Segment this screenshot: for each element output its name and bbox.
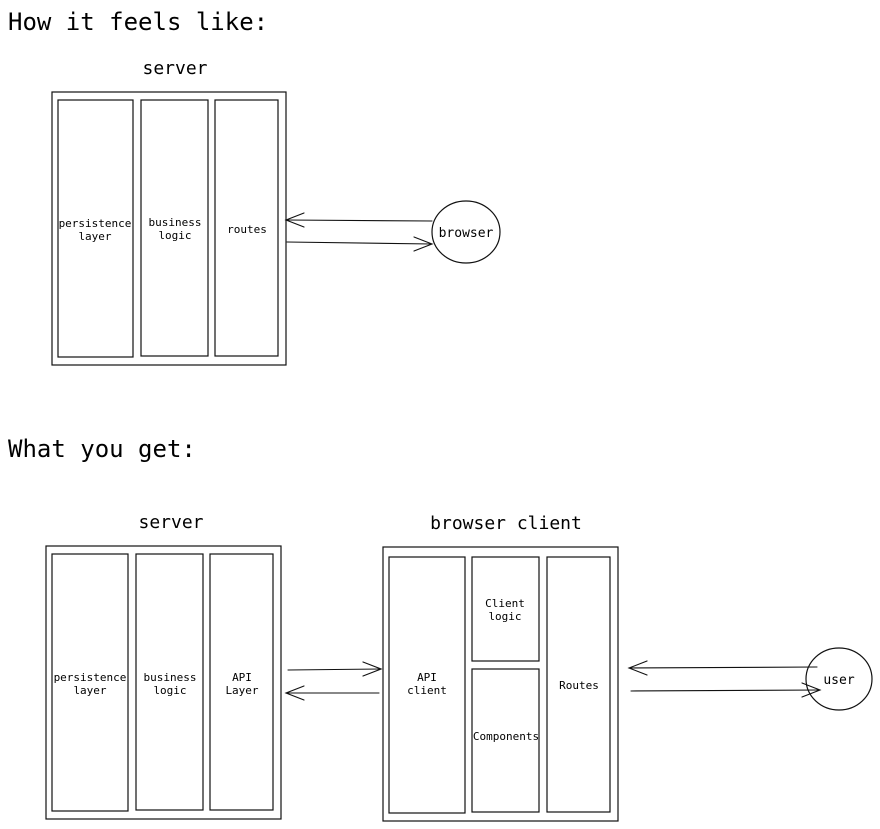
client-logic-box	[471, 556, 540, 662]
browser-circle	[431, 200, 501, 264]
routes-column	[546, 556, 611, 813]
bottom-business-logic-column	[135, 553, 204, 811]
bottom-persistence-label-1: persistence	[54, 671, 127, 684]
components-box	[471, 668, 540, 813]
bottom-api-layer-column	[209, 553, 274, 811]
bottom-business-label-2: logic	[153, 684, 186, 697]
top-routes-column	[214, 99, 279, 357]
top-business-label-2: logic	[158, 229, 191, 242]
top-server-frame	[51, 91, 287, 366]
browser-label: browser	[439, 226, 494, 241]
user-label: user	[823, 673, 854, 688]
user-node: user	[805, 647, 873, 711]
top-server-box: persistence layer business logic routes	[51, 91, 287, 366]
user-circle	[805, 647, 873, 711]
bottom-persistence-layer-column	[51, 553, 129, 812]
top-persistence-label-2: layer	[78, 230, 111, 243]
browser-client-box: API client Client logic Components Route…	[382, 546, 619, 822]
bottom-server-title: server	[138, 512, 203, 533]
api-client-label-2: client	[407, 684, 447, 697]
bottom-api-layer-label-2: Layer	[225, 684, 258, 697]
top-routes-label: routes	[227, 223, 267, 236]
browser-node: browser	[431, 200, 501, 264]
top-arrow-to-server	[284, 212, 433, 228]
browser-client-frame	[382, 546, 619, 822]
arrow-client-to-server	[284, 685, 380, 701]
bottom-api-layer-label-1: API	[232, 671, 252, 684]
components-label: Components	[473, 730, 539, 743]
arrow-user-to-client	[627, 660, 818, 676]
top-business-logic-column	[140, 99, 209, 357]
top-server-title: server	[142, 58, 207, 79]
bottom-persistence-label-2: layer	[73, 684, 106, 697]
top-arrow-to-browser	[286, 236, 434, 252]
top-business-label-1: business	[149, 216, 202, 229]
top-persistence-layer-column	[57, 99, 134, 358]
heading-what-you-get: What you get:	[8, 435, 196, 463]
client-logic-label-2: logic	[488, 610, 521, 623]
top-persistence-label-1: persistence	[59, 217, 132, 230]
browser-client-title: browser client	[430, 513, 582, 534]
bottom-server-frame	[45, 545, 282, 820]
routes-label: Routes	[559, 679, 599, 692]
heading-how-it-feels: How it feels like:	[8, 8, 268, 36]
arrow-client-to-user	[630, 682, 822, 698]
api-client-label-1: API	[417, 671, 437, 684]
client-logic-label-1: Client	[485, 597, 525, 610]
bottom-server-box: persistence layer business logic API Lay…	[45, 545, 282, 820]
arrow-server-to-client	[287, 661, 383, 677]
api-client-column	[388, 556, 466, 814]
bottom-business-label-1: business	[144, 671, 197, 684]
